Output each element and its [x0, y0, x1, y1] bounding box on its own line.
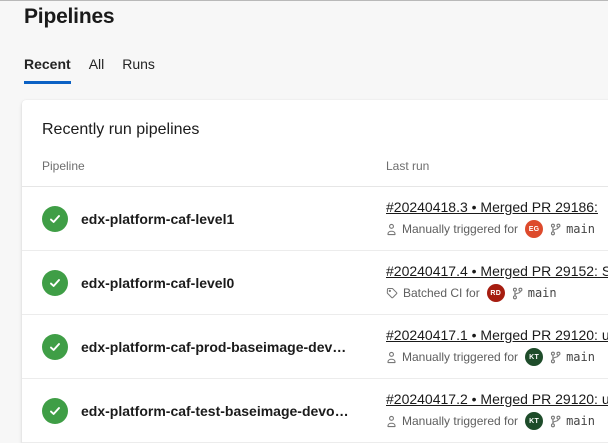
- table-row[interactable]: edx-platform-caf-prod-baseimage-dev… #20…: [22, 315, 608, 379]
- branch-link[interactable]: main: [566, 222, 595, 236]
- person-icon: [387, 223, 396, 235]
- run-link[interactable]: #20240417.1 • Merged PR 29120: u: [386, 327, 608, 343]
- run-link[interactable]: #20240417.2 • Merged PR 29120: u: [386, 391, 608, 407]
- last-run-cell: #20240417.4 • Merged PR 29152: S Batched…: [386, 263, 608, 302]
- success-check-circle-icon: [42, 333, 68, 360]
- git-branch-icon: [512, 287, 523, 299]
- success-check-circle-icon: [42, 269, 68, 296]
- run-link[interactable]: #20240418.3 • Merged PR 29186:: [386, 199, 598, 215]
- tab-recent[interactable]: Recent: [24, 56, 71, 84]
- trigger-label: Manually triggered for: [402, 414, 519, 428]
- run-subline: Manually triggered for EG main: [386, 220, 608, 238]
- person-icon: [387, 351, 396, 363]
- avatar: EG: [525, 220, 544, 238]
- avatar: KT: [525, 412, 544, 430]
- table-row[interactable]: edx-platform-caf-level0 #20240417.4 • Me…: [22, 251, 608, 315]
- tag-icon: [386, 287, 398, 299]
- last-run-cell: #20240418.3 • Merged PR 29186: Manually …: [386, 199, 608, 238]
- pipeline-cell: edx-platform-caf-level0: [42, 269, 386, 296]
- table-header-row: Pipeline Last run: [22, 139, 608, 187]
- git-branch-icon: [550, 415, 561, 427]
- tab-all[interactable]: All: [88, 56, 105, 72]
- column-header-pipeline: Pipeline: [42, 159, 85, 173]
- pipelines-tabbar: Recent All Runs: [24, 56, 608, 84]
- branch-link[interactable]: main: [566, 414, 595, 428]
- avatar: RD: [486, 284, 505, 302]
- page-title: Pipelines: [24, 5, 115, 28]
- branch-link[interactable]: main: [527, 286, 557, 300]
- trigger-label: Batched CI for: [403, 286, 480, 300]
- pipeline-cell: edx-platform-caf-prod-baseimage-dev…: [42, 333, 386, 360]
- branch-link[interactable]: main: [566, 350, 595, 364]
- pipeline-cell: edx-platform-caf-test-baseimage-devo…: [42, 397, 386, 424]
- success-check-circle-icon: [42, 205, 68, 232]
- pipeline-name[interactable]: edx-platform-caf-level1: [81, 210, 235, 227]
- git-branch-icon: [550, 223, 561, 235]
- run-link[interactable]: #20240417.4 • Merged PR 29152: S: [386, 263, 608, 279]
- last-run-cell: #20240417.1 • Merged PR 29120: u Manuall…: [386, 327, 608, 366]
- pipeline-table-body: edx-platform-caf-level1 #20240418.3 • Me…: [22, 187, 608, 443]
- pipeline-cell: edx-platform-caf-level1: [42, 205, 386, 232]
- table-row[interactable]: edx-platform-caf-test-baseimage-devo… #2…: [22, 379, 608, 443]
- run-subline: Batched CI for RD main: [386, 284, 608, 302]
- pipeline-name[interactable]: edx-platform-caf-prod-baseimage-dev…: [81, 338, 347, 355]
- trigger-label: Manually triggered for: [402, 350, 519, 364]
- recently-run-pipelines-card: Recently run pipelines Pipeline Last run…: [22, 100, 608, 443]
- avatar: KT: [525, 348, 544, 366]
- success-check-circle-icon: [42, 397, 68, 424]
- table-row[interactable]: edx-platform-caf-level1 #20240418.3 • Me…: [22, 187, 608, 251]
- tab-runs[interactable]: Runs: [122, 56, 155, 72]
- pipeline-name[interactable]: edx-platform-caf-level0: [81, 274, 235, 291]
- git-branch-icon: [550, 351, 561, 363]
- person-icon: [387, 415, 396, 427]
- pipeline-name[interactable]: edx-platform-caf-test-baseimage-devo…: [81, 402, 349, 419]
- run-subline: Manually triggered for KT main: [386, 412, 608, 430]
- run-subline: Manually triggered for KT main: [386, 348, 608, 366]
- trigger-label: Manually triggered for: [402, 222, 519, 236]
- card-title: Recently run pipelines: [42, 121, 200, 138]
- column-header-last-run: Last run: [386, 159, 430, 173]
- last-run-cell: #20240417.2 • Merged PR 29120: u Manuall…: [386, 391, 608, 430]
